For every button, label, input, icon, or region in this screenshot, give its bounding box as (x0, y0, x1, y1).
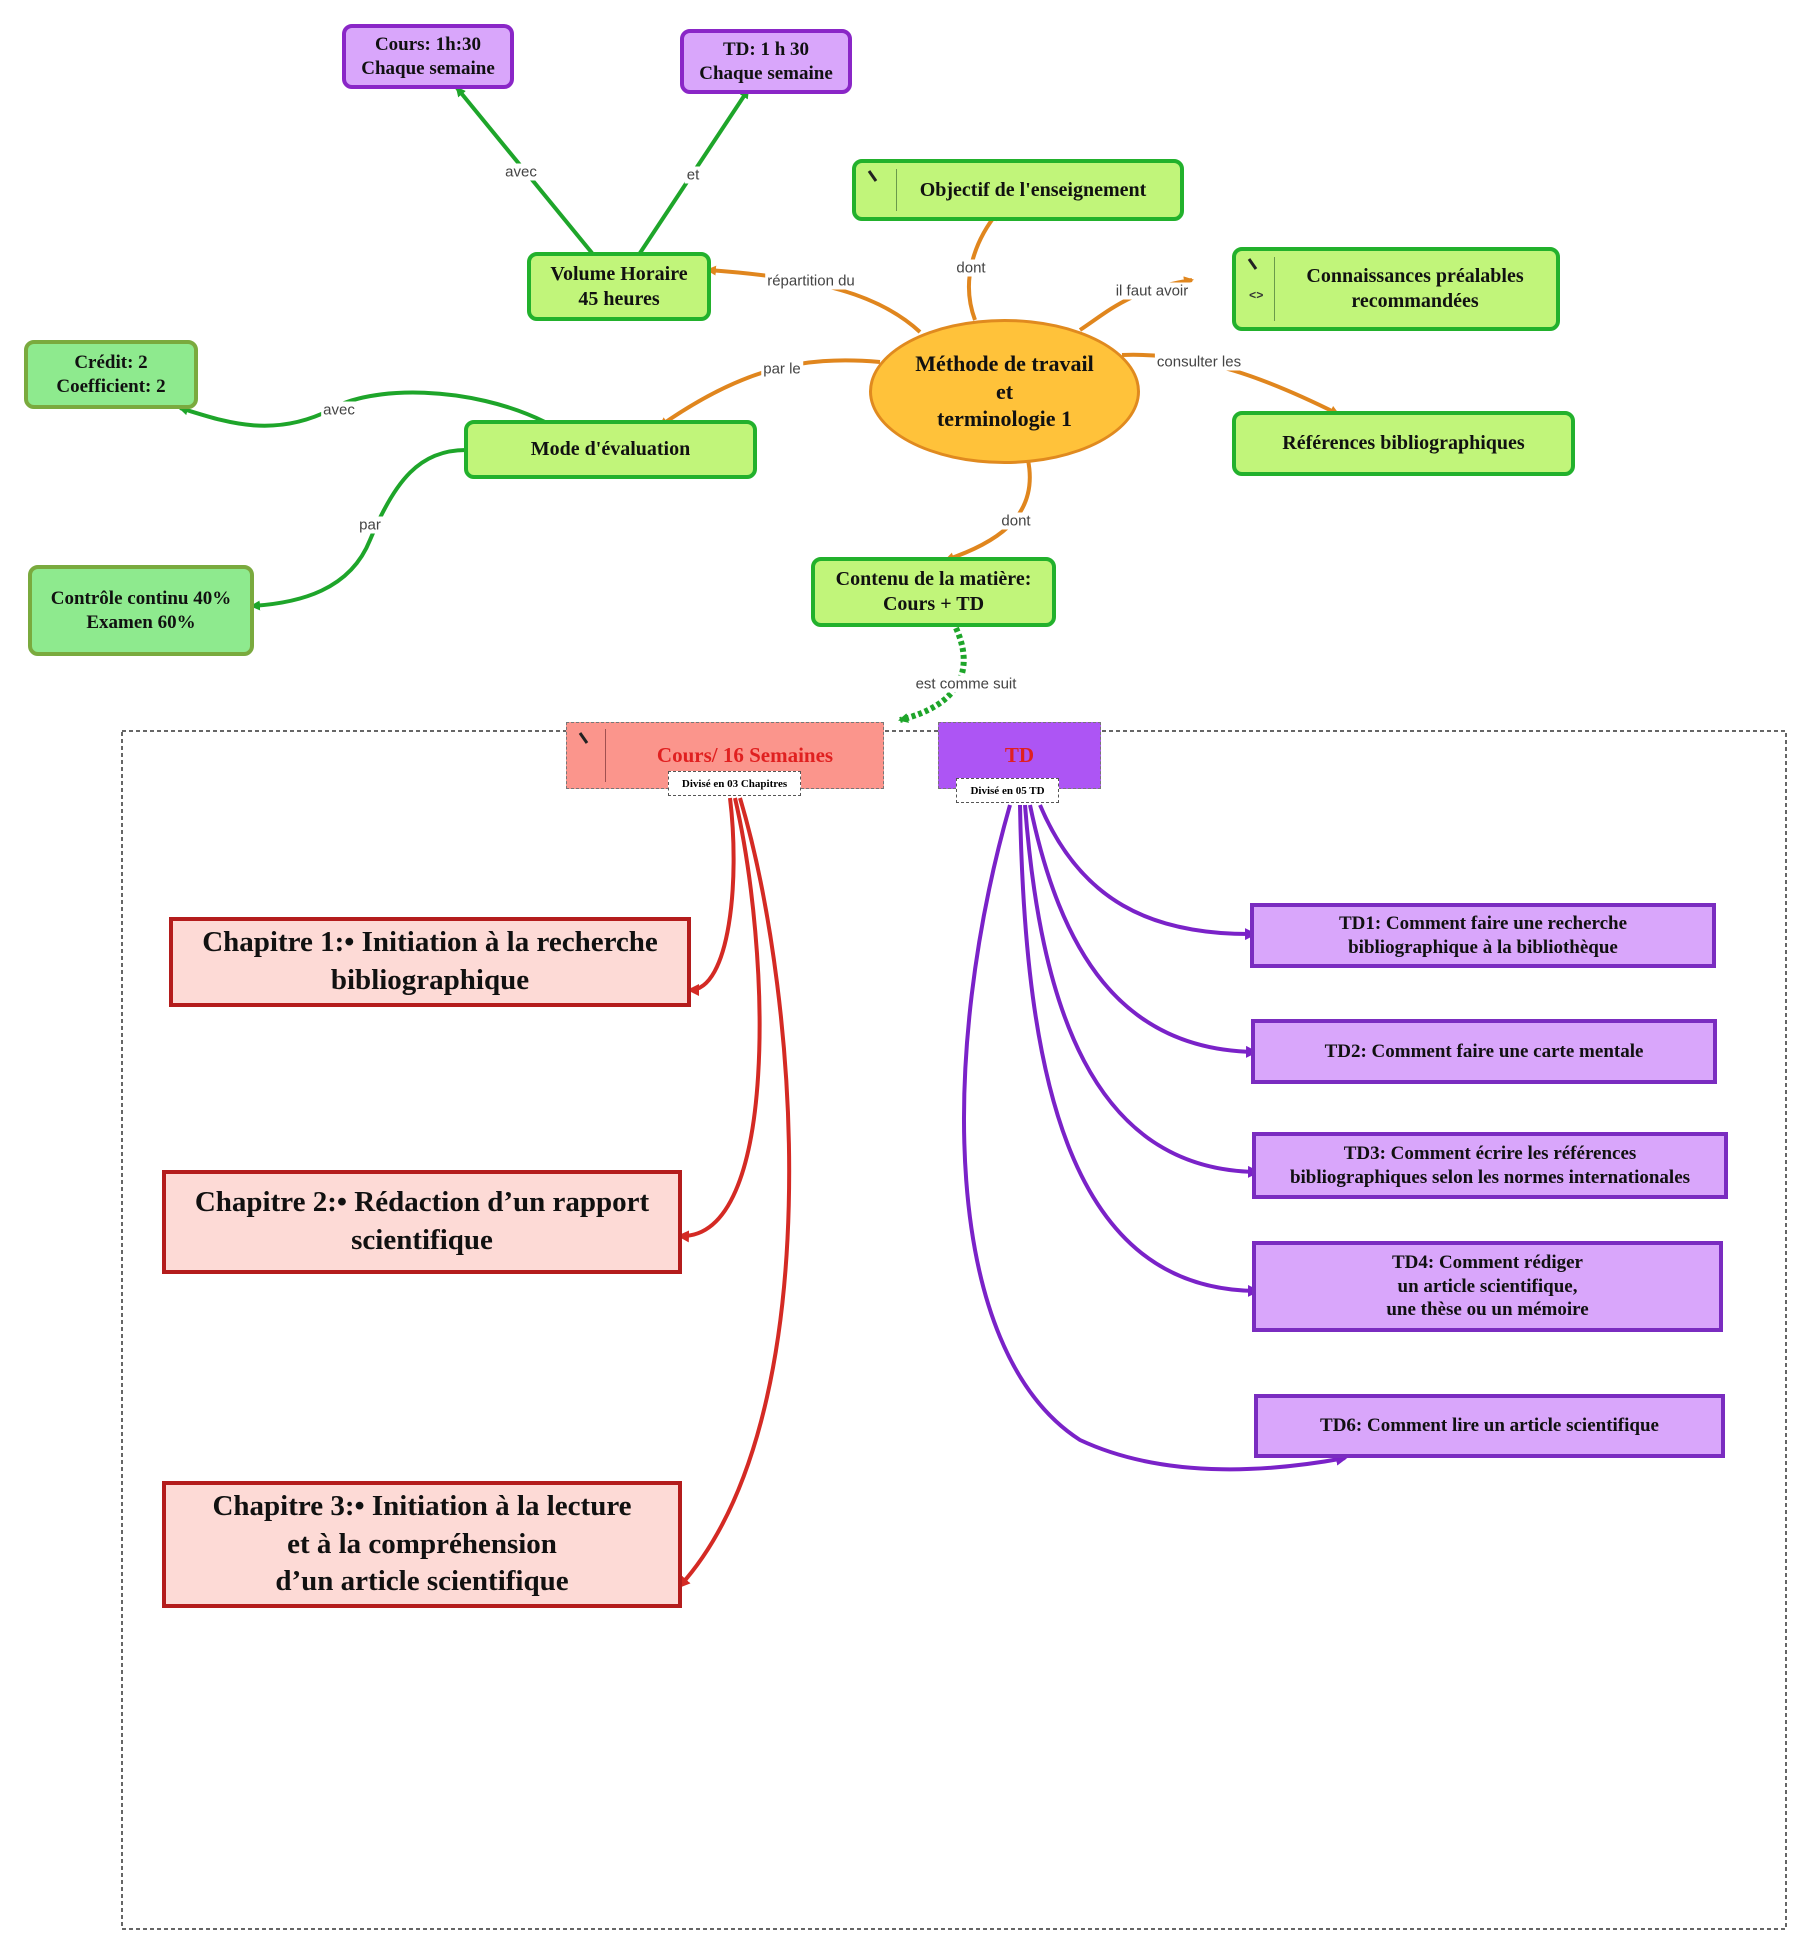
edge-td-td3 (1023, 804, 1260, 1178)
edge-td-td6 (962, 804, 1348, 1472)
edge-mode-controle (250, 448, 467, 611)
node-volume-horaire[interactable]: Volume Horaire 45 heures (527, 252, 711, 321)
td-label: TD6: Comment lire un article scientifiqu… (1320, 1415, 1659, 1437)
edge-cours-chapitre1 (687, 797, 736, 996)
node-contenu[interactable]: Contenu de la matière: Cours + TD (811, 557, 1056, 627)
node-label: Objectif de l'enseignement (919, 178, 1147, 201)
node-label: Crédit: 2 Coefficient: 2 (56, 351, 166, 397)
node-td-horaire[interactable]: TD: 1 h 30 Chaque semaine (680, 29, 852, 94)
node-label: Contrôle continu 40% Examen 60% (50, 587, 232, 633)
center-label: Méthode de travail et terminologie 1 (915, 351, 1094, 432)
pen-icon (578, 732, 589, 744)
td-item-2[interactable]: TD2: Comment faire une carte mentale (1251, 1019, 1717, 1084)
td-label: TD4: Comment rédiger un article scientif… (1386, 1251, 1589, 1321)
separator (605, 729, 606, 782)
node-label: TD: 1 h 30 Chaque semaine (699, 38, 833, 84)
edge-td-td2 (1028, 804, 1258, 1058)
td-label: TD3: Comment écrire les références bibli… (1289, 1142, 1691, 1188)
edge-label-par-le: par le (761, 360, 803, 378)
edge-label-et: et (684, 166, 702, 184)
td-header-subtitle: Divisé en 05 TD (956, 778, 1059, 803)
td-item-4[interactable]: TD4: Comment rédiger un article scientif… (1252, 1241, 1723, 1332)
node-objectif[interactable]: Objectif de l'enseignement (852, 159, 1184, 221)
separator (896, 169, 897, 211)
cours-header-subtitle: Divisé en 03 Chapitres (668, 771, 801, 796)
edge-label-est-comme-suit: est comme suit (913, 675, 1019, 693)
node-label: Références bibliographiques (1282, 432, 1525, 454)
node-label: Cours: 1h:30 Chaque semaine (361, 33, 495, 79)
td-item-1[interactable]: TD1: Comment faire une recherche bibliog… (1250, 903, 1716, 968)
edge-cours-chapitre2 (677, 797, 762, 1243)
chapter-label: Chapitre 3:• Initiation à la lecture et … (212, 1489, 632, 1598)
node-cours-horaire[interactable]: Cours: 1h:30 Chaque semaine (342, 24, 514, 89)
chapter-label: Chapitre 2:• Rédaction d’un rapport scie… (194, 1186, 650, 1256)
td-header[interactable]: TD (938, 722, 1101, 789)
edge-label-dont-objectif: dont (954, 259, 988, 277)
edge-label-avec-cours: avec (503, 163, 539, 181)
edge-label-par: par (357, 516, 383, 534)
edge-center-volume (706, 265, 922, 334)
separator (1274, 257, 1275, 321)
edge-center-references (1121, 352, 1340, 416)
edge-label-dont-contenu: dont (999, 512, 1033, 530)
edge-label-consulter: consulter les (1154, 353, 1244, 371)
edge-label-il-faut-avoir: il faut avoir (1113, 282, 1191, 300)
node-mode-evaluation[interactable]: Mode d'évaluation (464, 420, 757, 479)
pen-icon (867, 170, 878, 182)
node-label: Volume Horaire 45 heures (550, 262, 688, 310)
edge-center-contenu (944, 459, 1032, 563)
edge-td-td4 (1018, 804, 1260, 1297)
td-label: TD1: Comment faire une recherche bibliog… (1338, 912, 1628, 958)
td-header-title: TD (1004, 743, 1035, 767)
node-controle[interactable]: Contrôle continu 40% Examen 60% (28, 565, 254, 656)
cours-header-title: Cours/ 16 Semaines (656, 743, 834, 767)
td-item-6[interactable]: TD6: Comment lire un article scientifiqu… (1254, 1394, 1725, 1458)
content-container (121, 730, 1787, 1930)
code-icon: <> (1249, 289, 1264, 303)
node-label: Mode d'évaluation (530, 438, 691, 460)
td-item-3[interactable]: TD3: Comment écrire les références bibli… (1252, 1132, 1728, 1199)
node-center-topic[interactable]: Méthode de travail et terminologie 1 (869, 319, 1140, 464)
node-references[interactable]: Références bibliographiques (1232, 411, 1575, 476)
node-connaissances[interactable]: <> Connaissances préalables recommandées (1232, 247, 1560, 331)
edge-label-avec-credit: avec (321, 401, 357, 419)
edge-cours-chapitre3 (677, 797, 792, 1589)
edge-contenu-cours (898, 626, 967, 723)
pen-icon (1247, 258, 1258, 270)
td-label: TD2: Comment faire une carte mentale (1324, 1040, 1644, 1062)
node-label: Connaissances préalables recommandées (1306, 265, 1524, 312)
edge-td-td1 (1038, 804, 1257, 941)
chapter-3[interactable]: Chapitre 3:• Initiation à la lecture et … (162, 1481, 682, 1608)
edge-label-repartition: répartition du (765, 272, 857, 290)
chapter-1[interactable]: Chapitre 1:• Initiation à la recherche b… (169, 917, 691, 1007)
node-credit[interactable]: Crédit: 2 Coefficient: 2 (24, 340, 198, 409)
chapter-2[interactable]: Chapitre 2:• Rédaction d’un rapport scie… (162, 1170, 682, 1274)
chapter-label: Chapitre 1:• Initiation à la recherche b… (202, 926, 658, 996)
node-label: Contenu de la matière: Cours + TD (835, 568, 1032, 615)
